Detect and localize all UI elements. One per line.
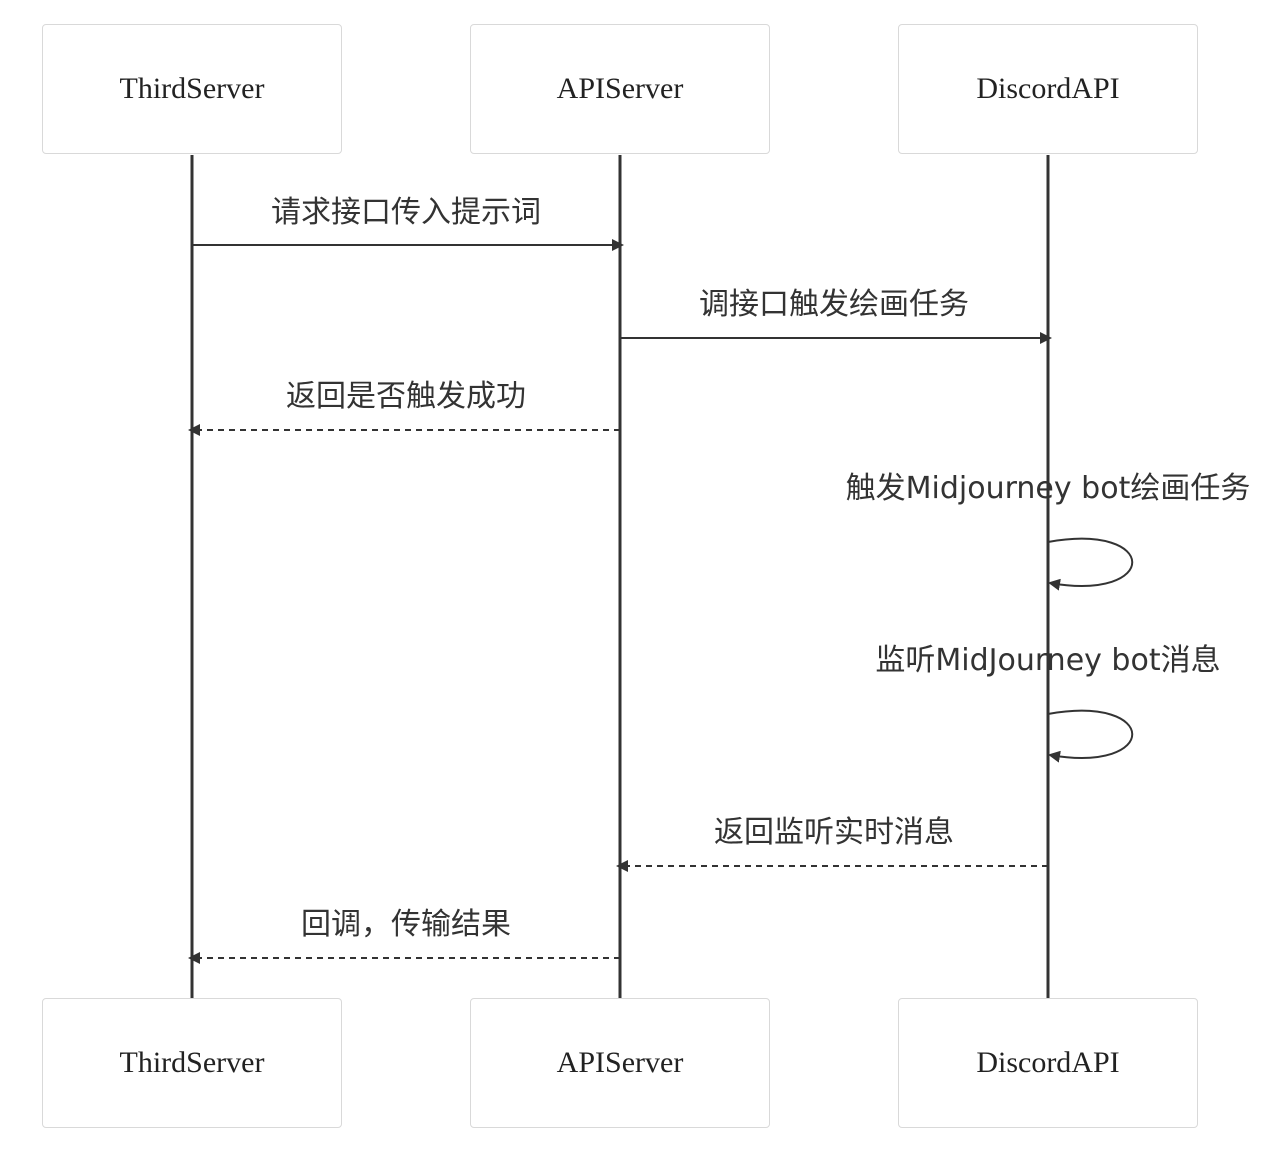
- actor-label: APIServer: [556, 72, 684, 105]
- actor-label: ThirdServer: [119, 1046, 265, 1079]
- message-label: 返回是否触发成功: [286, 379, 526, 414]
- actor-top-third-server: ThirdServer: [42, 24, 342, 154]
- actor-label: DiscordAPI: [976, 72, 1120, 105]
- actor-bottom-api-server: APIServer: [470, 998, 770, 1128]
- actor-bottom-third-server: ThirdServer: [42, 998, 342, 1128]
- self-message-arrow: [1047, 709, 1134, 763]
- actor-label: ThirdServer: [119, 72, 265, 105]
- actor-label: APIServer: [556, 1046, 684, 1079]
- message-label: 回调，传输结果: [301, 907, 511, 942]
- actor-label: DiscordAPI: [976, 1046, 1120, 1079]
- message-label: 返回监听实时消息: [714, 815, 954, 850]
- message-label: 请求接口传入提示词: [271, 195, 541, 230]
- message-label: 监听MidJourney bot消息: [875, 643, 1220, 678]
- actor-bottom-discord-api: DiscordAPI: [898, 998, 1198, 1128]
- message-label: 调接口触发绘画任务: [699, 287, 969, 322]
- actor-top-discord-api: DiscordAPI: [898, 24, 1198, 154]
- self-message-arrow: [1047, 537, 1134, 591]
- actor-top-api-server: APIServer: [470, 24, 770, 154]
- message-label: 触发Midjourney bot绘画任务: [846, 471, 1251, 506]
